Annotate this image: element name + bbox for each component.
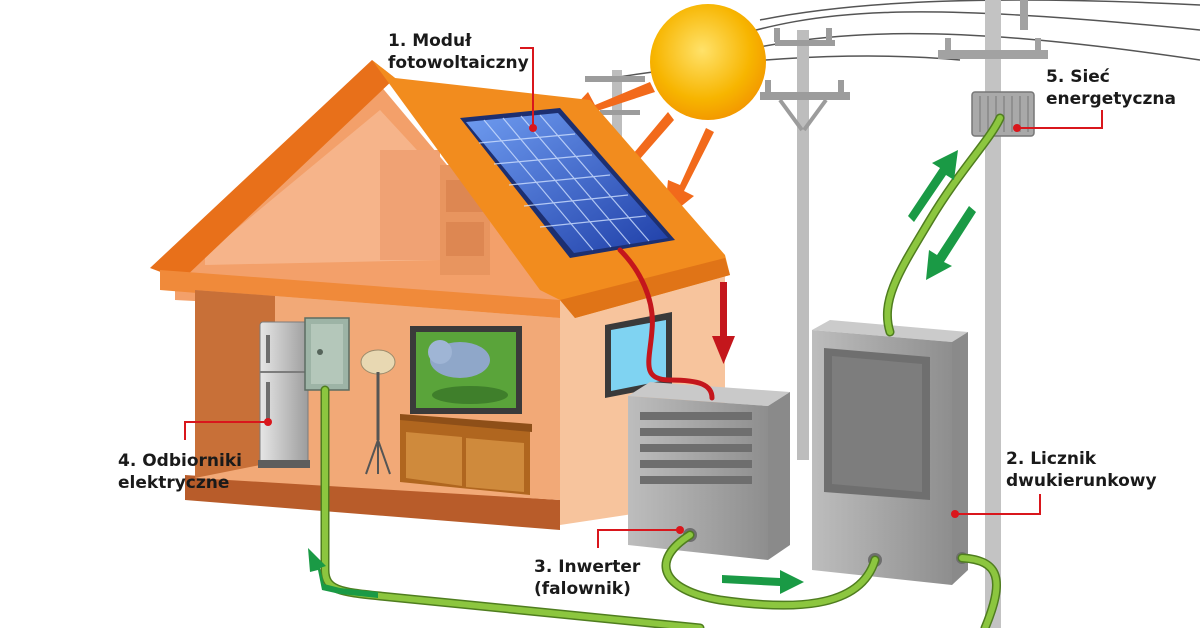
label-loads-line2: elektryczne: [118, 473, 230, 493]
label-pv-module: 1. Moduł fotowoltaiczny: [388, 30, 529, 74]
utility-pole-front: [938, 0, 1048, 628]
tv-icon: [410, 326, 522, 414]
label-inverter-line1: 3. Inwerter: [534, 557, 641, 577]
label-meter: 2. Licznik dwukierunkowy: [1006, 448, 1157, 492]
inverter-device: [628, 382, 790, 560]
grid-transformer: [971, 91, 1035, 137]
red-down-arrow: [712, 282, 735, 364]
sun-icon: [650, 4, 766, 120]
label-inverter-line2: (falownik): [534, 579, 631, 599]
label-pv-module-line2: fotowoltaiczny: [388, 53, 529, 73]
fridge-icon: [258, 321, 310, 468]
callout-lines: [184, 47, 1103, 548]
label-inverter: 3. Inwerter (falownik): [534, 556, 640, 600]
label-meter-line1: 2. Licznik: [1006, 449, 1097, 469]
label-meter-line2: dwukierunkowy: [1006, 471, 1157, 491]
electrical-panel: [304, 317, 350, 391]
label-grid: 5. Sieć energetyczna: [1046, 66, 1176, 110]
bidirectional-meter-device: [812, 320, 968, 585]
tv-cabinet: [400, 414, 532, 495]
utility-pole-left: [585, 70, 645, 160]
label-loads-line1: 4. Odbiorniki: [118, 451, 242, 471]
label-grid-line1: 5. Sieć: [1046, 67, 1110, 87]
label-pv-module-line1: 1. Moduł: [388, 31, 472, 51]
solar-panel: [460, 108, 675, 258]
label-grid-line2: energetyczna: [1046, 89, 1176, 109]
label-loads: 4. Odbiorniki elektryczne: [118, 450, 242, 494]
floor-lamp-icon: [360, 349, 396, 475]
pv-cable: [617, 247, 715, 401]
callout-dots: [264, 124, 1021, 534]
green-flow-arrows: [308, 150, 976, 598]
utility-pole-back: [760, 28, 850, 460]
